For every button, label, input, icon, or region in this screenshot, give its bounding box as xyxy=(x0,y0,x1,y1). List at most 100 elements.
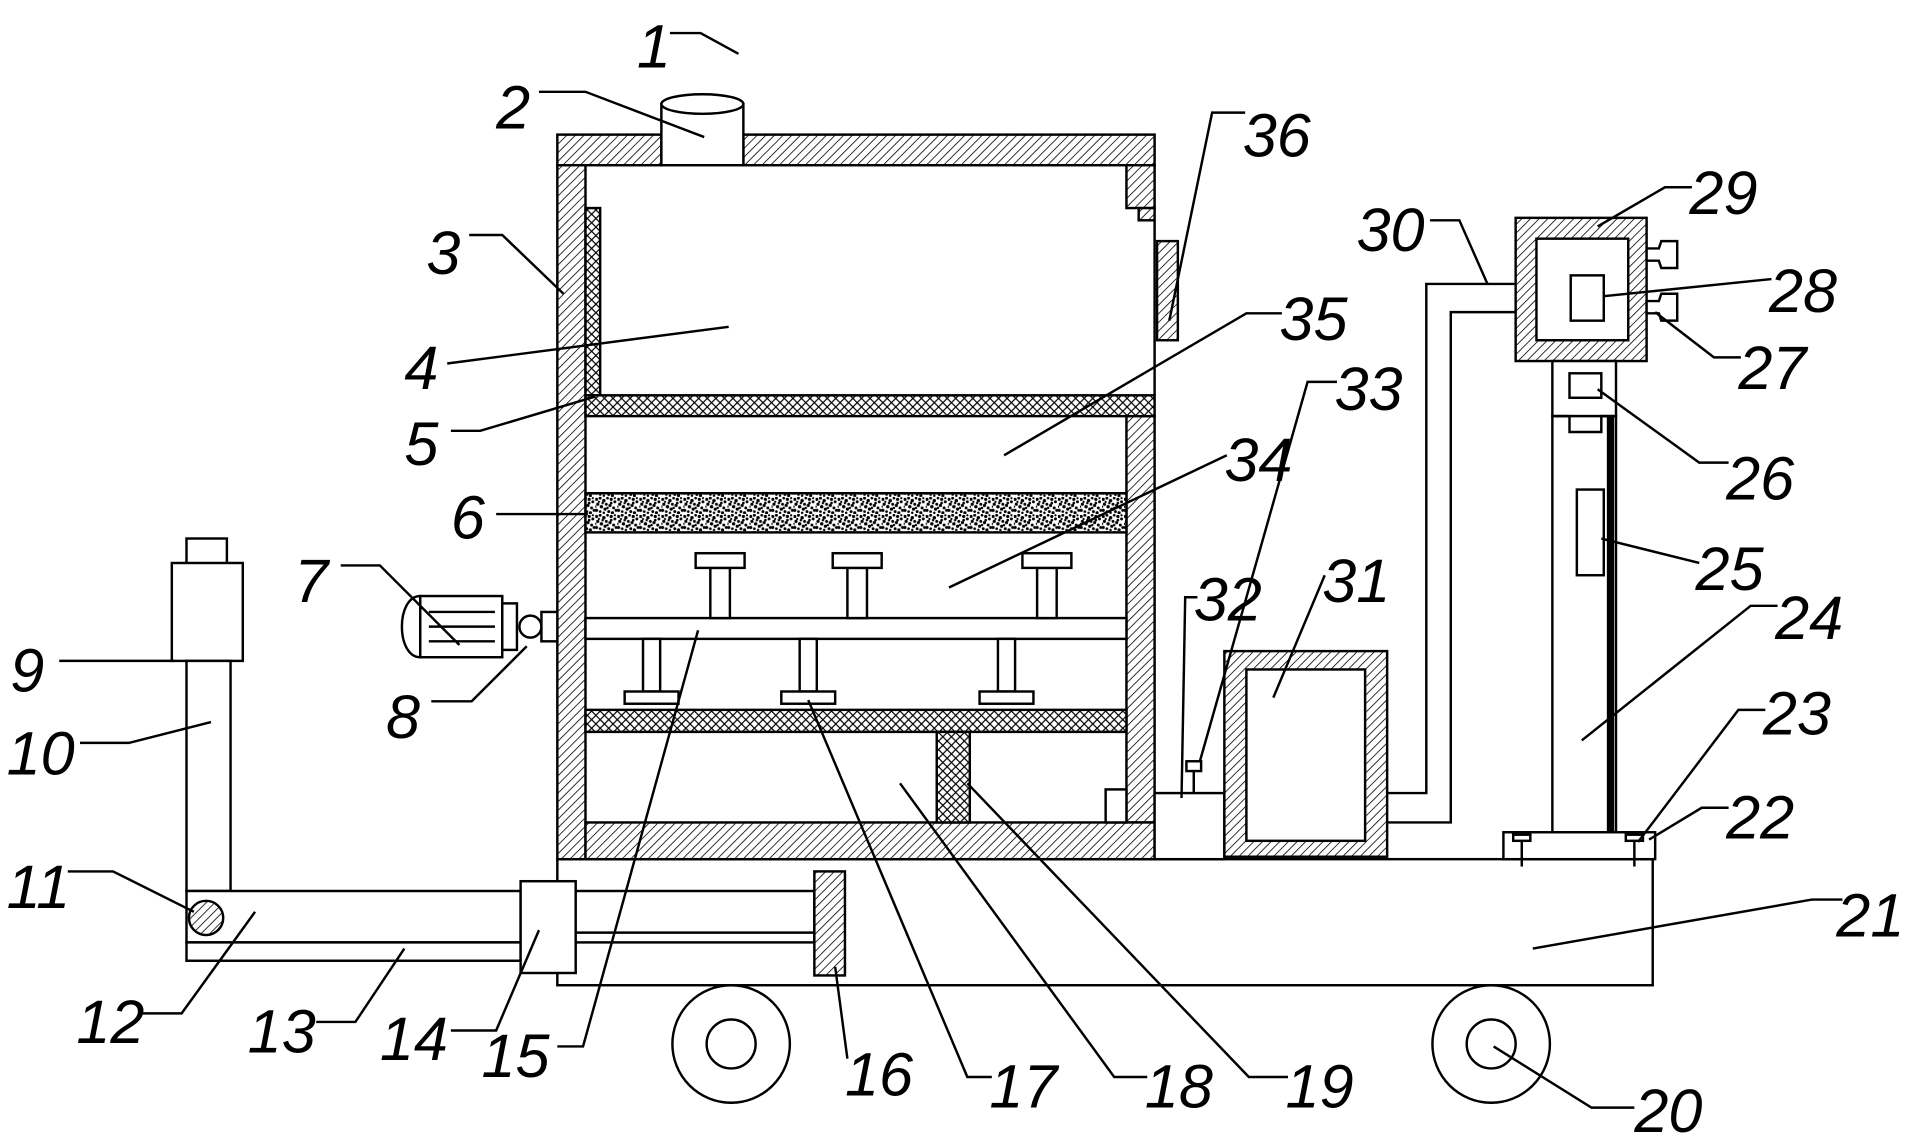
side-door xyxy=(1155,239,1180,342)
tank-top-wall-right xyxy=(742,133,1156,167)
tank-bottom-wall xyxy=(584,821,1156,861)
callout-35: 35 xyxy=(1279,285,1348,353)
callout-17: 17 xyxy=(989,1053,1059,1121)
coupling-sleeve xyxy=(540,610,559,643)
callout-15: 15 xyxy=(481,1022,550,1090)
callout-13: 13 xyxy=(248,998,316,1066)
callout-25: 25 xyxy=(1695,535,1765,603)
callout-28: 28 xyxy=(1768,257,1837,325)
paddle-stem xyxy=(709,566,732,620)
leader-line-21 xyxy=(1532,898,1843,950)
leader-line-4 xyxy=(447,325,729,365)
head-box-element xyxy=(1569,274,1605,322)
leader-line-22 xyxy=(1648,806,1729,841)
nozzle-upper xyxy=(1645,239,1679,270)
leader-line-8 xyxy=(431,645,528,703)
leader-line-18 xyxy=(899,782,1148,1079)
pipe-support-strip xyxy=(185,941,522,962)
callout-26: 26 xyxy=(1725,444,1795,512)
lower-paddle xyxy=(978,637,1035,705)
callout-7: 7 xyxy=(294,547,330,615)
lower-mesh-layer xyxy=(584,708,1128,734)
right-equipment xyxy=(1153,216,1679,867)
leader-line-11 xyxy=(67,870,195,913)
nozzle-lower xyxy=(1645,292,1679,322)
leader-line-10 xyxy=(80,720,212,745)
column-guide-rail xyxy=(1606,415,1615,833)
paddle-cap xyxy=(694,551,746,570)
upper-paddle xyxy=(694,551,746,620)
callout-21: 21 xyxy=(1835,881,1904,949)
paddle-stem xyxy=(846,566,869,620)
column-cup xyxy=(1554,414,1614,434)
cylinder-box xyxy=(519,879,577,975)
callout-6: 6 xyxy=(451,484,486,552)
paddle-stem xyxy=(641,637,662,693)
callout-16: 16 xyxy=(845,1040,914,1108)
support-post xyxy=(935,730,972,824)
horizontal-pipe xyxy=(185,889,522,944)
upper-paddle xyxy=(1021,551,1073,620)
callout-22: 22 xyxy=(1725,783,1794,851)
left-pipe-system xyxy=(170,537,847,977)
callout-36: 36 xyxy=(1243,102,1312,170)
leader-line-7 xyxy=(340,564,461,646)
connecting-pipe-inner xyxy=(1387,310,1516,824)
callout-11: 11 xyxy=(7,853,71,921)
callout-29: 29 xyxy=(1688,159,1757,227)
callout-10: 10 xyxy=(7,720,75,788)
paddle-cap xyxy=(831,551,883,570)
leader-line-33 xyxy=(1198,380,1337,762)
upper-paddle xyxy=(831,551,883,620)
callout-14: 14 xyxy=(380,1005,448,1073)
tank xyxy=(556,133,1180,861)
leader-line-24 xyxy=(1580,604,1778,742)
stirring-assembly xyxy=(584,551,1128,705)
leader-line-20 xyxy=(1492,1045,1635,1109)
wheel-left xyxy=(671,984,792,1104)
leader-line-17 xyxy=(807,699,992,1079)
coupling-hub xyxy=(518,614,543,639)
leader-lines xyxy=(59,31,1843,1109)
leader-line-35 xyxy=(1003,312,1282,457)
column-cap-element xyxy=(1568,372,1603,399)
leader-line-5 xyxy=(450,395,596,433)
tank-right-wall-step xyxy=(1137,206,1156,222)
motor xyxy=(400,594,504,659)
leader-line-30 xyxy=(1429,219,1489,285)
bolt-head-left xyxy=(1511,833,1532,843)
stirring-shaft xyxy=(584,616,1128,641)
paddle-cap xyxy=(978,690,1035,705)
callout-labels: 1 2 3 4 5 6 7 8 9 10 11 12 13 14 15 16 1… xyxy=(7,12,1905,1137)
paddle-cap xyxy=(1021,551,1073,570)
paddle-cap xyxy=(780,690,837,705)
leader-line-28 xyxy=(1603,277,1772,298)
small-box xyxy=(1153,791,1226,861)
callout-1: 1 xyxy=(637,12,671,80)
callout-3: 3 xyxy=(426,219,460,287)
paddle-stem xyxy=(996,637,1017,693)
side-mesh-strip xyxy=(584,206,602,397)
callout-4: 4 xyxy=(404,334,438,402)
callout-30: 30 xyxy=(1357,196,1425,264)
leader-line-16 xyxy=(833,966,849,1059)
coupling xyxy=(501,602,559,652)
inlet-pipe-top xyxy=(660,93,745,116)
motor-end-cap xyxy=(400,594,422,659)
wheel-left-hub xyxy=(705,1018,757,1070)
leader-line-2 xyxy=(538,90,705,139)
vertical-pipe xyxy=(185,659,232,893)
inlet-pipe xyxy=(660,93,745,167)
lower-paddle xyxy=(623,637,680,705)
pipe-cap xyxy=(185,537,229,567)
coupling-flange xyxy=(501,602,519,652)
callout-18: 18 xyxy=(1145,1053,1213,1121)
callout-8: 8 xyxy=(386,683,420,751)
tank-right-wall-upper xyxy=(1125,164,1156,210)
callout-32: 32 xyxy=(1194,566,1262,634)
leader-line-29 xyxy=(1597,186,1692,228)
callout-23: 23 xyxy=(1762,679,1831,747)
pipe-elbow xyxy=(187,899,225,937)
wheel-right-hub xyxy=(1465,1018,1517,1070)
leader-line-25 xyxy=(1601,537,1700,565)
